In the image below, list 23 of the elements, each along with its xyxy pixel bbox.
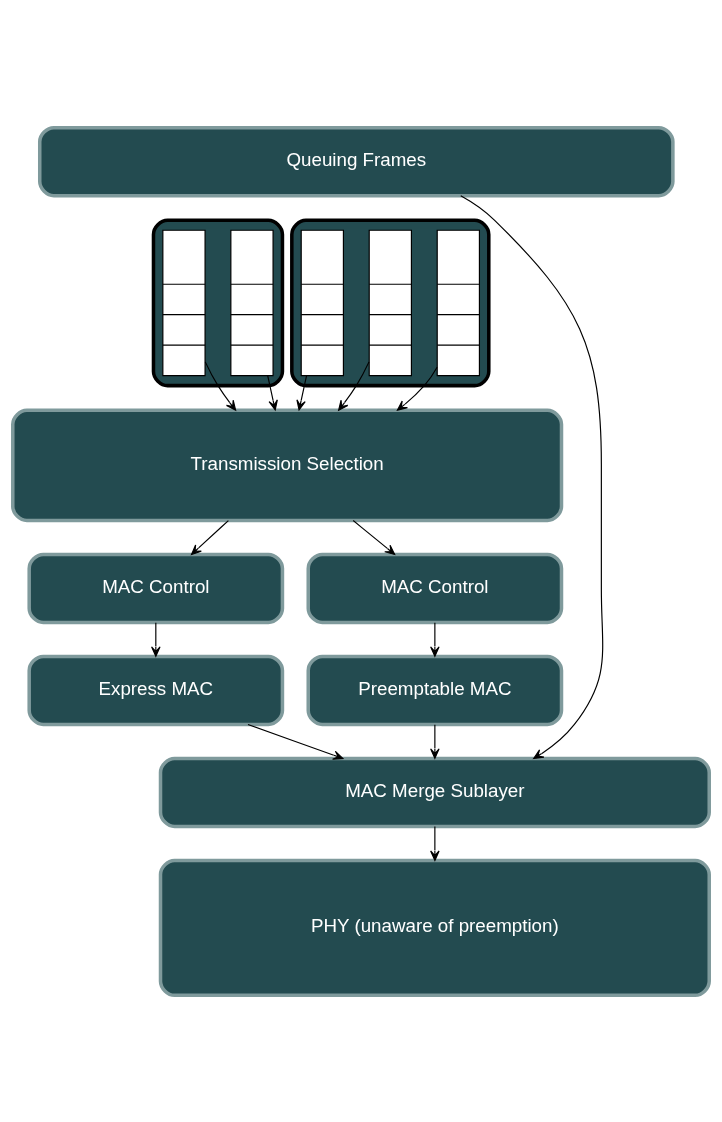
arrow bbox=[190, 519, 229, 555]
arrow bbox=[247, 723, 344, 760]
arrow bbox=[460, 194, 604, 759]
node-box: Preemptable MAC bbox=[306, 654, 564, 726]
node-box: Express MAC bbox=[27, 654, 285, 726]
node-box: PHY (unaware of preemption) bbox=[158, 858, 711, 997]
arrow bbox=[396, 366, 438, 411]
node-box: Transmission Selection bbox=[11, 408, 564, 522]
node-box: MAC Merge Sublayer bbox=[158, 756, 711, 828]
node-box: Queuing Frames bbox=[38, 125, 675, 197]
node-box: MAC Control bbox=[306, 552, 564, 624]
arrow bbox=[338, 360, 370, 411]
arrow bbox=[430, 825, 440, 861]
cluster bbox=[290, 218, 491, 387]
node-box: MAC Control bbox=[27, 552, 285, 624]
arrow bbox=[296, 374, 308, 411]
arrow bbox=[352, 519, 396, 555]
cluster bbox=[151, 218, 285, 387]
arrow bbox=[151, 621, 161, 657]
arrow bbox=[430, 621, 440, 657]
arrow bbox=[267, 374, 278, 411]
arrow bbox=[204, 360, 237, 411]
arrow bbox=[430, 723, 440, 759]
